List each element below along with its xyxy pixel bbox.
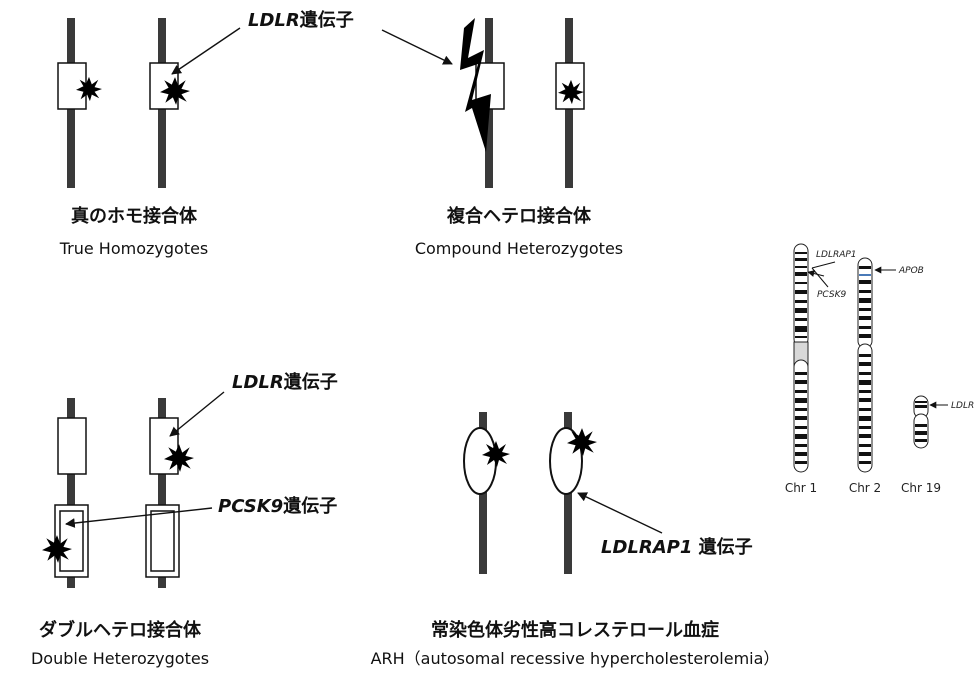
chr1-ideogram [793, 243, 809, 473]
large-deletion-bolt [460, 18, 491, 152]
ldlr-callout-top: LDLR遺伝子 [171, 9, 453, 75]
ldlrap1-karyotype-label: LDLRAP1 [816, 250, 857, 260]
panel-title-jp: 複合ヘテロ接合体 [446, 205, 592, 227]
panel-title-en: Compound Heterozygotes [415, 239, 623, 258]
karyotype-pointer [807, 270, 825, 277]
pcsk9-karyotype-label: PCSK9 [817, 290, 846, 300]
gene-name: LDLRAP1 [601, 537, 692, 558]
compound-heterozygotes-panel: 複合ヘテロ接合体 Compound Heterozygotes [415, 18, 623, 258]
chr19-ideogram [913, 395, 929, 449]
chr2-ideogram [857, 257, 873, 473]
ldlrap1-callout: LDLRAP1 遺伝子 [577, 492, 753, 558]
panel-title-en: Double Heterozygotes [31, 649, 209, 668]
gene-name: LDLR [248, 10, 300, 31]
chromosome-stick [67, 398, 75, 588]
callout-label: LDLRAP1 遺伝子 [601, 536, 753, 558]
chr2-label: Chr 2 [849, 481, 881, 495]
gene-suffix: 遺伝子 [692, 536, 752, 558]
gene-suffix: 遺伝子 [284, 371, 338, 393]
karyotype-inset: LDLRAP1 PCSK9 APOB LDLR Chr 1 Chr 2 Chr … [785, 243, 974, 495]
karyotype-pointer [811, 261, 836, 269]
pcsk9-callout: PCSK9遺伝子 [65, 495, 337, 528]
arh-panel: 常染色体劣性高コレステロール血症 ARH（autosomal recessive… [371, 412, 780, 668]
panel-title-en: ARH（autosomal recessive hypercholesterol… [371, 649, 780, 668]
gene-name: LDLR [232, 372, 284, 393]
callout-arrow [65, 507, 213, 528]
callout-arrow [171, 27, 241, 75]
ldlr-gene-box [57, 62, 87, 110]
panel-title-jp: 常染色体劣性高コレステロール血症 [431, 619, 719, 641]
callout-arrow [577, 492, 663, 534]
pcsk9-gene-inner [150, 510, 175, 572]
ldlr-gene-box [57, 417, 87, 475]
pcsk9-gene-inner [59, 510, 84, 572]
chr1-label: Chr 1 [785, 481, 817, 495]
callout-label: LDLR遺伝子 [232, 371, 338, 393]
gene-name: PCSK9 [218, 496, 283, 517]
true-homozygotes-panel: 真のホモ接合体 True Homozygotes [57, 18, 209, 258]
karyotype-pointer [811, 267, 829, 288]
gene-suffix: 遺伝子 [300, 9, 354, 31]
callout-label: LDLR遺伝子 [248, 9, 354, 31]
ldlr-callout-mid: LDLR遺伝子 [169, 371, 338, 437]
callout-arrow [169, 391, 225, 437]
chromosome-stick [158, 398, 166, 588]
panel-title-jp: 真のホモ接合体 [71, 205, 198, 227]
gene-suffix: 遺伝子 [283, 495, 337, 517]
double-heterozygotes-panel: ダブルヘテロ接合体 Double Heterozygotes [31, 398, 209, 668]
apob-karyotype-label: APOB [898, 266, 924, 276]
panel-title-en: True Homozygotes [59, 239, 209, 258]
chr19-label: Chr 19 [901, 481, 941, 495]
callout-label: PCSK9遺伝子 [218, 495, 337, 517]
callout-arrow [381, 29, 453, 65]
panel-title-jp: ダブルヘテロ接合体 [39, 619, 202, 641]
ldlr-karyotype-label: LDLR [951, 401, 974, 411]
